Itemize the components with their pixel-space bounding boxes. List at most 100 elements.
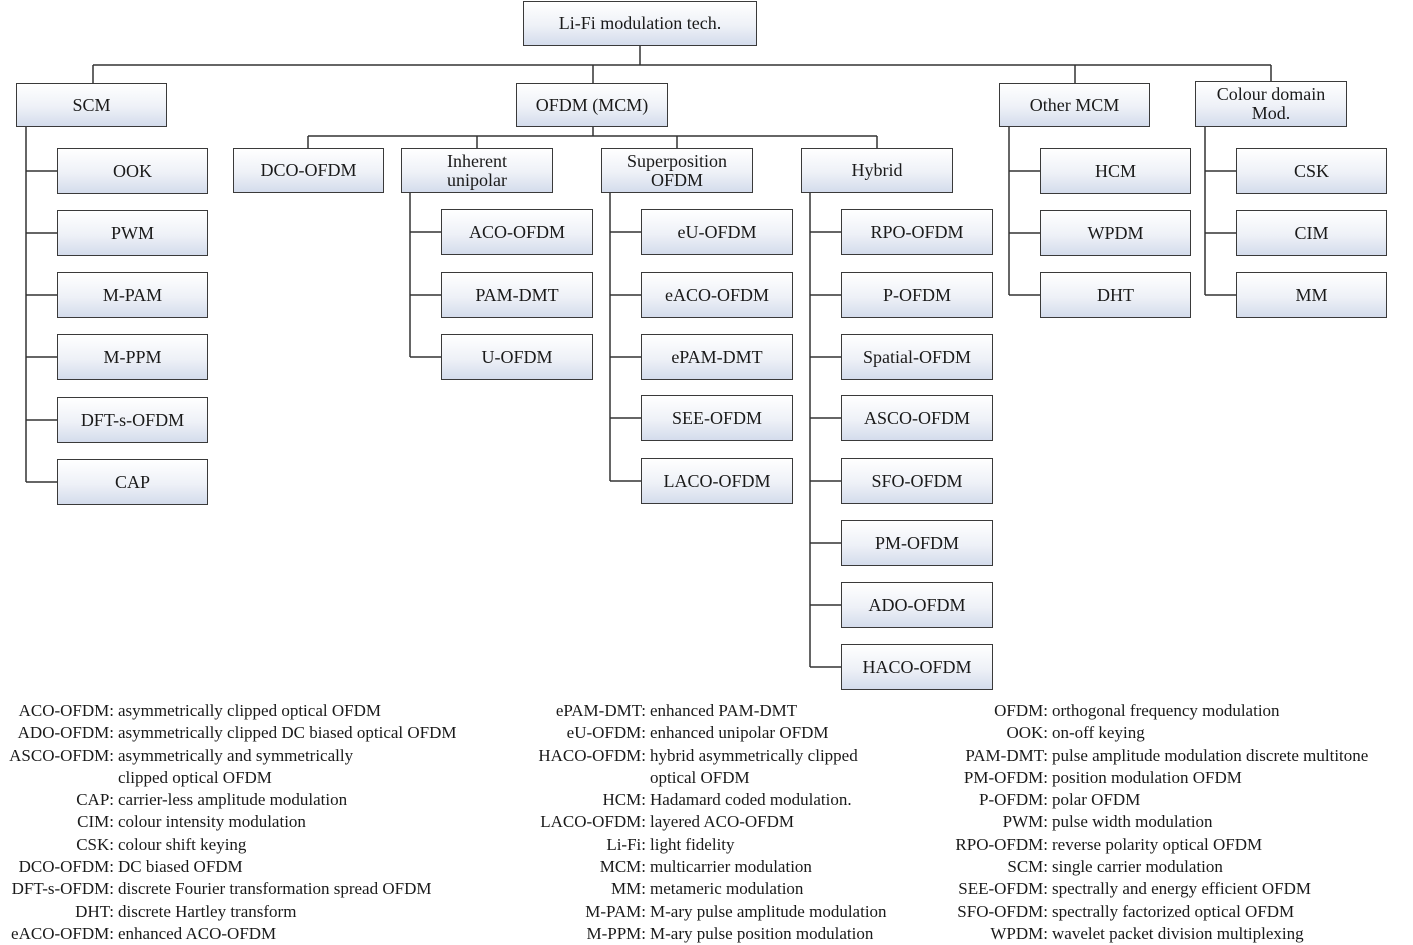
legend-definition: reverse polarity optical OFDM bbox=[1052, 834, 1263, 854]
legend-entry: CSK:colour shift keying bbox=[0, 834, 457, 856]
legend-entry: LACO-OFDM:layered ACO-OFDM bbox=[0, 811, 887, 833]
legend-term: OFDM: bbox=[994, 701, 1048, 720]
legend-entry: PWM:pulse width modulation bbox=[0, 811, 1368, 833]
node-epam-dmt: ePAM-DMT bbox=[641, 334, 793, 380]
node-dft-s-ofdm: DFT-s-OFDM bbox=[57, 397, 208, 443]
node-scm: SCM bbox=[16, 83, 167, 127]
legend-definition: DC biased OFDM bbox=[118, 857, 243, 877]
legend-entry: WPDM:wavelet packet division multiplexin… bbox=[0, 923, 1368, 945]
legend-term: HACO-OFDM: bbox=[538, 745, 646, 765]
legend-term: M-PAM: bbox=[585, 901, 646, 921]
legend-definition: enhanced PAM-DMT bbox=[650, 701, 798, 720]
legend-entry: SFO-OFDM:spectrally factorized optical O… bbox=[0, 901, 1368, 923]
legend-term: P-OFDM: bbox=[979, 790, 1048, 810]
legend-term: PWM: bbox=[1002, 812, 1048, 832]
legend-term: SCM: bbox=[1007, 857, 1048, 877]
legend-entry: ePAM-DMT:enhanced PAM-DMT bbox=[0, 700, 887, 722]
legend-entry: Li-Fi:light fidelity bbox=[0, 834, 887, 856]
legend-entry: HCM:Hadamard coded modulation. bbox=[0, 789, 887, 811]
legend-definition: spectrally factorized optical OFDM bbox=[1052, 901, 1295, 921]
legend-entry: P-OFDM:polar OFDM bbox=[0, 789, 1368, 811]
legend-entry: RPO-OFDM:reverse polarity optical OFDM bbox=[0, 834, 1368, 856]
legend-term: MCM: bbox=[599, 857, 646, 877]
legend-term: MM: bbox=[611, 879, 646, 899]
legend-entry: eACO-OFDM:enhanced ACO-OFDM bbox=[0, 923, 457, 945]
legend-term: eU-OFDM: bbox=[566, 723, 646, 743]
node-hcm: HCM bbox=[1040, 148, 1191, 194]
legend-term: Li-Fi: bbox=[606, 834, 646, 854]
node-hybrid: Hybrid bbox=[801, 148, 953, 193]
legend-term: DCO-OFDM: bbox=[18, 857, 114, 877]
node-superposition-ofdm: Superposition OFDM bbox=[601, 148, 753, 193]
node-m-pam: M-PAM bbox=[57, 272, 208, 318]
legend-entry: PM-OFDM:position modulation OFDM bbox=[0, 767, 1368, 789]
legend-entry: M-PAM:M-ary pulse amplitude modulation bbox=[0, 901, 887, 923]
legend-definition: on-off keying bbox=[1052, 723, 1145, 743]
legend-definition: multicarrier modulation bbox=[650, 857, 812, 877]
node-cap: CAP bbox=[57, 459, 208, 505]
legend-term: CAP: bbox=[76, 790, 114, 810]
node-cim: CIM bbox=[1236, 210, 1387, 256]
node-pam-dmt: PAM-DMT bbox=[441, 272, 593, 318]
legend-definition: discrete Hartley transform bbox=[118, 901, 297, 921]
legend-term: CIM: bbox=[77, 812, 114, 832]
node-csk: CSK bbox=[1236, 148, 1387, 194]
legend-definition: discrete Fourier transformation spread O… bbox=[118, 879, 432, 899]
legend-definition: orthogonal frequency modulation bbox=[1052, 701, 1280, 720]
legend-definition: hybrid asymmetrically clipped optical OF… bbox=[650, 745, 858, 787]
node-aco-ofdm: ACO-OFDM bbox=[441, 209, 593, 255]
legend-definition: position modulation OFDM bbox=[1052, 767, 1242, 787]
legend-entry: M-PPM:M-ary pulse position modulation bbox=[0, 923, 887, 945]
node-colour-domain: Colour domain Mod. bbox=[1195, 81, 1347, 127]
legend-definition: asymmetrically and symmetrically clipped… bbox=[118, 745, 354, 787]
node-m-ppm: M-PPM bbox=[57, 334, 208, 380]
node-spatial-ofdm: Spatial-OFDM bbox=[841, 334, 993, 380]
legend-term: CSK: bbox=[76, 834, 114, 854]
node-mm: MM bbox=[1236, 272, 1387, 318]
legend-term: M-PPM: bbox=[586, 923, 646, 943]
legend-definition: wavelet packet division multiplexing bbox=[1052, 923, 1304, 943]
legend-term: PM-OFDM: bbox=[963, 767, 1048, 787]
legend-term: ACO-OFDM: bbox=[18, 701, 114, 720]
legend-term: SFO-OFDM: bbox=[957, 901, 1048, 921]
legend-entry: SEE-OFDM:spectrally and energy efficient… bbox=[0, 878, 1368, 900]
legend-definition: M-ary pulse position modulation bbox=[650, 923, 874, 943]
legend-definition: pulse width modulation bbox=[1052, 812, 1213, 832]
legend-entry: SCM:single carrier modulation bbox=[0, 856, 1368, 878]
legend-definition: M-ary pulse amplitude modulation bbox=[650, 901, 887, 921]
legend-term: HCM: bbox=[602, 790, 646, 810]
legend-entry: DFT-s-OFDM:discrete Fourier transformati… bbox=[0, 878, 457, 900]
legend-definition: Hadamard coded modulation. bbox=[650, 790, 852, 810]
legend-definition: spectrally and energy efficient OFDM bbox=[1052, 879, 1312, 899]
legend-column-1: ACO-OFDM:asymmetrically clipped optical … bbox=[0, 700, 457, 945]
legend-definition: enhanced unipolar OFDM bbox=[650, 723, 829, 743]
node-asco-ofdm: ASCO-OFDM bbox=[841, 395, 993, 441]
legend-definition: colour intensity modulation bbox=[118, 812, 306, 832]
legend-definition: enhanced ACO-OFDM bbox=[118, 923, 277, 943]
legend-entry: CAP:carrier-less amplitude modulation bbox=[0, 789, 457, 811]
legend-entry: ACO-OFDM:asymmetrically clipped optical … bbox=[0, 700, 457, 722]
legend-definition: single carrier modulation bbox=[1052, 857, 1223, 877]
legend-term: LACO-OFDM: bbox=[540, 812, 646, 832]
legend-definition: layered ACO-OFDM bbox=[650, 812, 795, 832]
legend-definition: polar OFDM bbox=[1052, 790, 1141, 810]
node-laco-ofdm: LACO-OFDM bbox=[641, 458, 793, 504]
node-pm-ofdm: PM-OFDM bbox=[841, 520, 993, 566]
node-u-ofdm: U-OFDM bbox=[441, 334, 593, 380]
legend-entry: OFDM:orthogonal frequency modulation bbox=[0, 700, 1368, 722]
legend-term: ADO-OFDM: bbox=[17, 723, 114, 743]
legend-entry: DHT:discrete Hartley transform bbox=[0, 901, 457, 923]
legend-term: DHT: bbox=[75, 901, 114, 921]
node-see-ofdm: SEE-OFDM bbox=[641, 395, 793, 441]
node-root: Li-Fi modulation tech. bbox=[523, 1, 757, 46]
legend-term: WPDM: bbox=[990, 923, 1048, 943]
legend-term: RPO-OFDM: bbox=[955, 834, 1048, 854]
node-wpdm: WPDM bbox=[1040, 210, 1191, 256]
legend-definition: asymmetrically clipped DC biased optical… bbox=[118, 723, 457, 743]
legend-definition: pulse amplitude modulation discrete mult… bbox=[1052, 745, 1369, 765]
legend-term: SEE-OFDM: bbox=[958, 879, 1048, 899]
legend-entry: MM:metameric modulation bbox=[0, 878, 887, 900]
